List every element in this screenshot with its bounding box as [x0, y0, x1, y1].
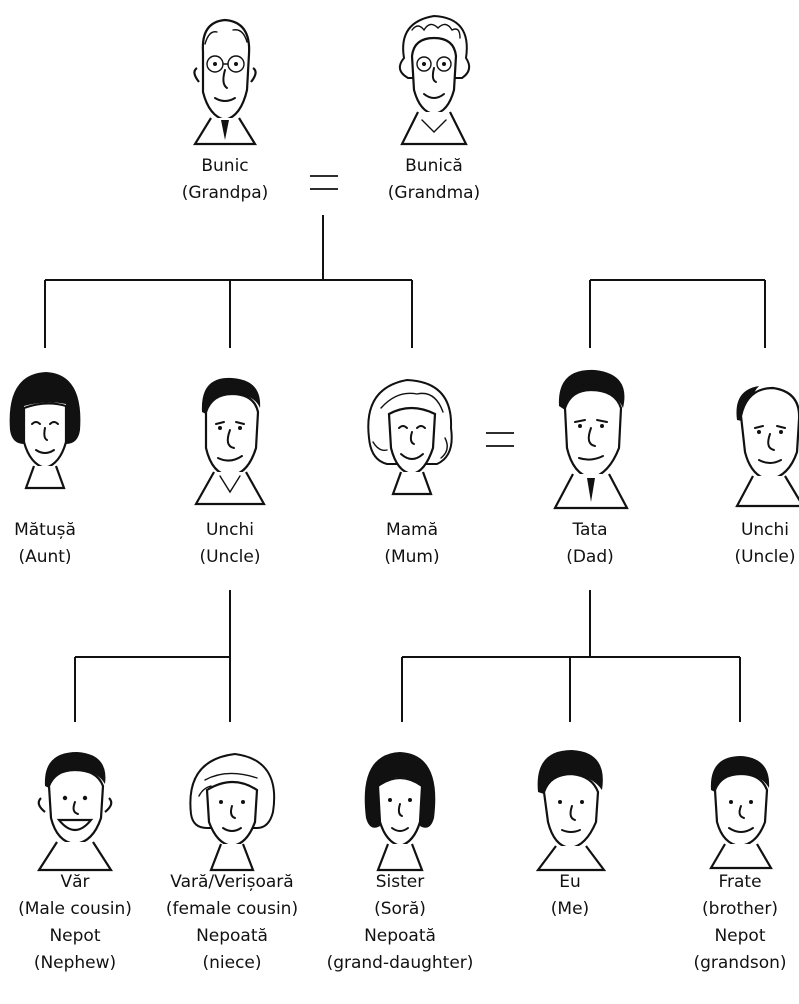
- grandpa-label-line2: (Grandpa): [181, 183, 269, 203]
- male-cousin-label-line2: (Male cousin): [18, 899, 132, 919]
- male-cousin-label: Văr (Male cousin) Nepot (Nephew): [0, 869, 155, 977]
- male-cousin-portrait-icon: [25, 742, 125, 872]
- grandpa-portrait-icon: [175, 12, 275, 147]
- aunt-portrait-icon: [0, 364, 90, 494]
- mum-portrait-icon: [357, 368, 467, 498]
- uncle2-label: Unchi (Uncle): [685, 517, 799, 571]
- grandpa-label: Bunic (Grandpa): [145, 153, 305, 207]
- sister-portrait-icon: [350, 742, 450, 872]
- me-label-line2: (Me): [550, 899, 590, 919]
- male-cousin-label-line1: Văr: [60, 872, 90, 892]
- grandma-card: Bunică (Grandma): [354, 0, 514, 215]
- dad-portrait-icon: [535, 362, 645, 512]
- uncle2-label-line2: (Uncle): [734, 547, 796, 567]
- brother-portrait-icon: [695, 746, 785, 871]
- me-portrait-icon: [520, 742, 620, 872]
- uncle2-card: Unchi (Uncle): [685, 350, 799, 610]
- mum-label-line1: Mamă: [385, 520, 439, 540]
- me-label: Eu (Me): [490, 869, 650, 923]
- male-cousin-label-line3: Nepot: [49, 926, 101, 946]
- mum-label: Mamă (Mum): [332, 517, 492, 571]
- sister-label-line3: Nepoată: [364, 926, 436, 946]
- brother-card: Frate (brother) Nepot (grandson): [660, 722, 799, 1004]
- grandma-label-line2: (Grandma): [387, 183, 481, 203]
- dad-label: Tata (Dad): [510, 517, 670, 571]
- uncle-label-line1: Unchi: [205, 520, 255, 540]
- uncle2-label-line1: Unchi: [740, 520, 790, 540]
- uncle-card: Unchi (Uncle): [150, 350, 310, 610]
- me-card: Eu (Me): [490, 722, 650, 1004]
- uncle2-portrait-icon: [719, 370, 799, 510]
- aunt-label-line2: (Aunt): [18, 547, 72, 567]
- sister-label-line4: (grand-daughter): [326, 953, 474, 973]
- grandma-label: Bunică (Grandma): [354, 153, 514, 207]
- uncle-label: Unchi (Uncle): [150, 517, 310, 571]
- sister-label-line2: (Soră): [374, 899, 426, 919]
- aunt-label-line1: Mătușă: [14, 520, 76, 540]
- brother-label-line4: (grandson): [693, 953, 787, 973]
- female-cousin-card: Vară/Verișoară (female cousin) Nepoată (…: [152, 722, 312, 1004]
- female-cousin-label-line3: Nepoată: [196, 926, 268, 946]
- brother-label-line1: Frate: [718, 872, 762, 892]
- aunt-label: Mătușă (Aunt): [0, 517, 125, 571]
- mum-card: Mamă (Mum): [332, 350, 492, 610]
- brother-label-line3: Nepot: [714, 926, 766, 946]
- dad-card: Tata (Dad): [510, 350, 670, 610]
- grandparents-equals-sign: [310, 175, 338, 190]
- mum-label-line2: (Mum): [384, 547, 440, 567]
- female-cousin-portrait-icon: [177, 744, 287, 874]
- male-cousin-label-line4: (Nephew): [33, 953, 117, 973]
- male-cousin-card: Văr (Male cousin) Nepot (Nephew): [0, 722, 155, 1004]
- female-cousin-label: Vară/Verișoară (female cousin) Nepoată (…: [152, 869, 312, 977]
- parents-equals-sign: [486, 432, 514, 447]
- dad-label-line1: Tata: [572, 520, 608, 540]
- female-cousin-label-line4: (niece): [202, 953, 262, 973]
- grandpa-label-line1: Bunic: [201, 156, 249, 176]
- sister-label: Sister (Soră) Nepoată (grand-daughter): [320, 869, 480, 977]
- female-cousin-label-line2: (female cousin): [165, 899, 299, 919]
- me-label-line1: Eu: [559, 872, 581, 892]
- grandpa-card: Bunic (Grandpa): [145, 0, 305, 215]
- brother-label-line2: (brother): [702, 899, 778, 919]
- uncle-label-line2: (Uncle): [199, 547, 261, 567]
- female-cousin-label-line1: Vară/Verișoară: [170, 872, 294, 892]
- grandma-portrait-icon: [384, 8, 484, 148]
- uncle-portrait-icon: [180, 368, 280, 508]
- dad-label-line2: (Dad): [566, 547, 614, 567]
- aunt-card: Mătușă (Aunt): [0, 350, 125, 610]
- grandma-label-line1: Bunică: [405, 156, 463, 176]
- sister-label-line1: Sister: [375, 872, 425, 892]
- brother-label: Frate (brother) Nepot (grandson): [660, 869, 799, 977]
- sister-card: Sister (Soră) Nepoată (grand-daughter): [320, 722, 480, 1004]
